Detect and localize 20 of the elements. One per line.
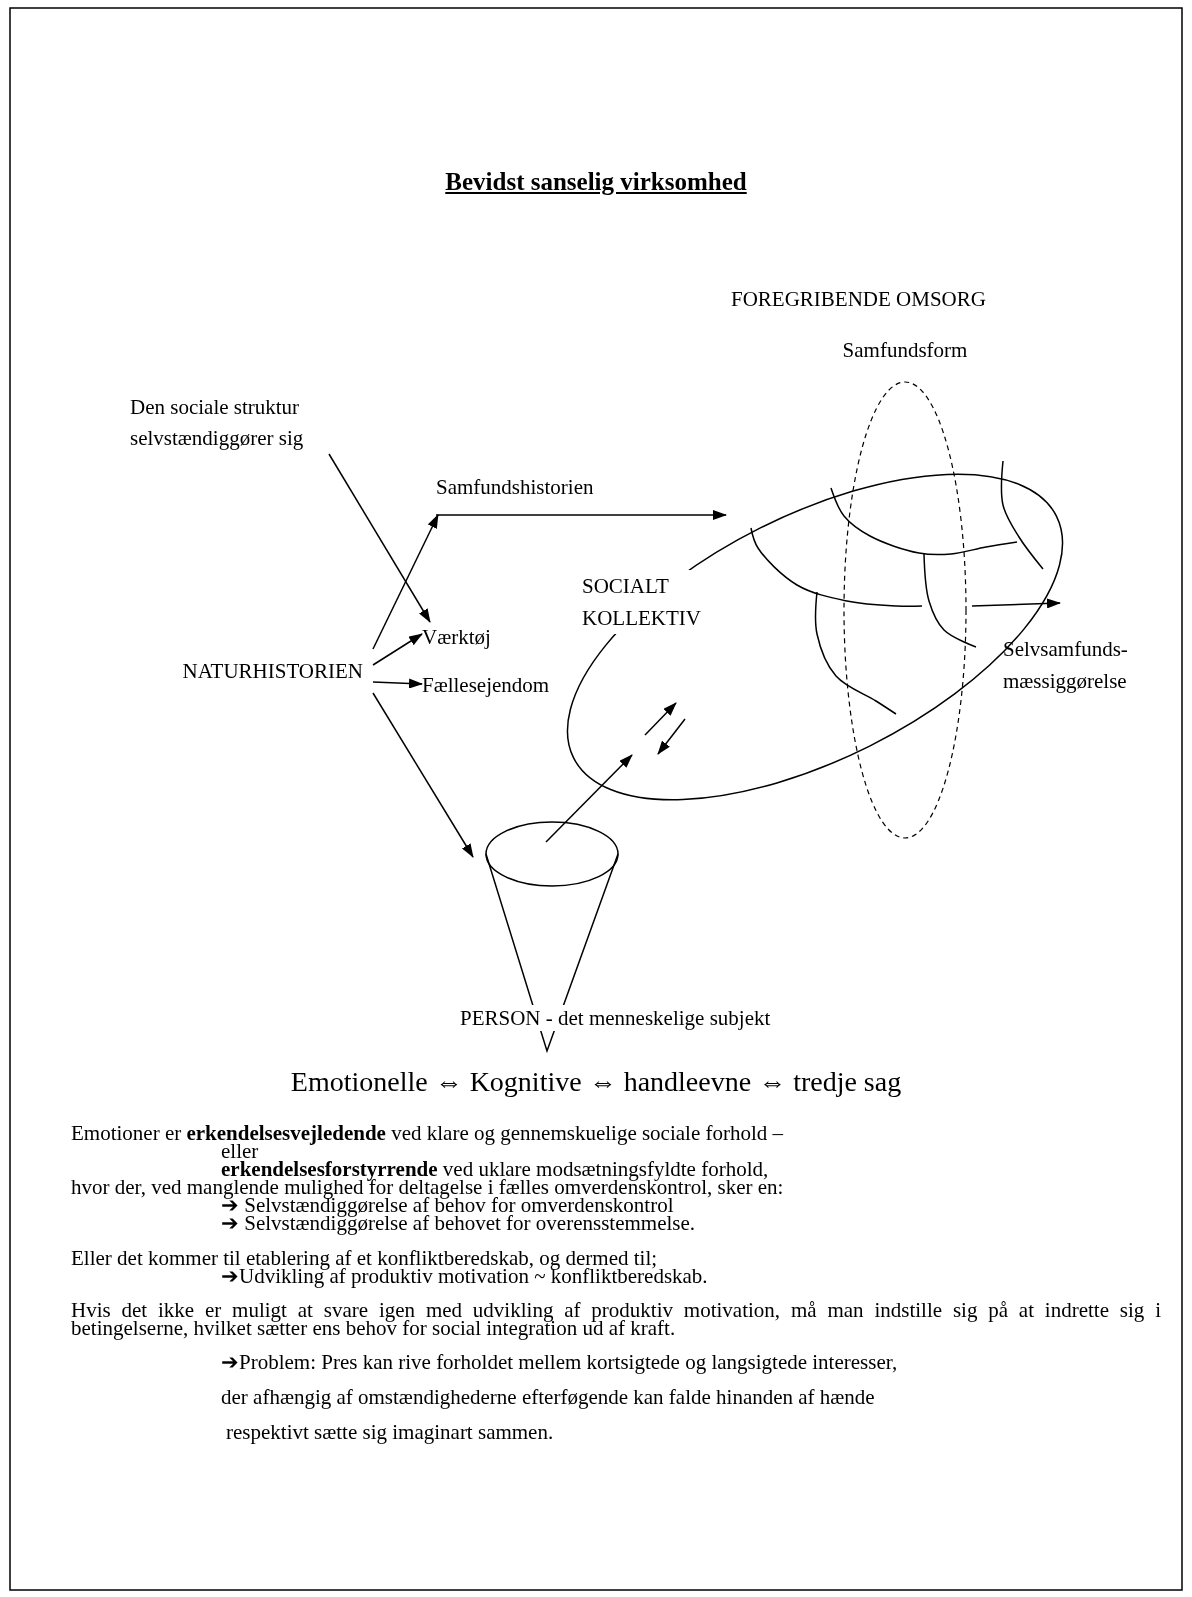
ellipse-heading: Samfundsform <box>841 337 969 364</box>
arrow <box>971 598 1061 609</box>
diagram-label: Selvsamfunds- mæssiggørelse <box>1003 603 1168 697</box>
diagram-label: Værktøj <box>422 622 522 653</box>
arrow <box>372 633 423 666</box>
arrow <box>372 692 474 858</box>
arrow <box>435 510 727 520</box>
diagram-label: NATURHISTORIEN <box>130 647 375 695</box>
diagram-label: Den sociale struktur selvstændiggører sig <box>130 392 370 454</box>
arrow <box>328 453 431 623</box>
diagram-label: Samfundshistorien <box>436 472 656 515</box>
diagram-label: Fællesejendom <box>422 670 582 701</box>
text-line: eller <box>221 1142 259 1160</box>
arrow <box>372 678 423 689</box>
arrow <box>545 754 633 843</box>
arrow <box>372 514 439 650</box>
text-line: Emotionelle ⇔ Kognitive ⇔ handleevne ⇔ tredje sag <box>290 1066 902 1097</box>
heading-label: FOREGRIBENDE OMSORG <box>731 286 986 313</box>
cone-label: PERSON - det menneskelige subjekt <box>460 1005 771 1031</box>
title: Bevidst sanselig virksomhed <box>445 168 747 195</box>
